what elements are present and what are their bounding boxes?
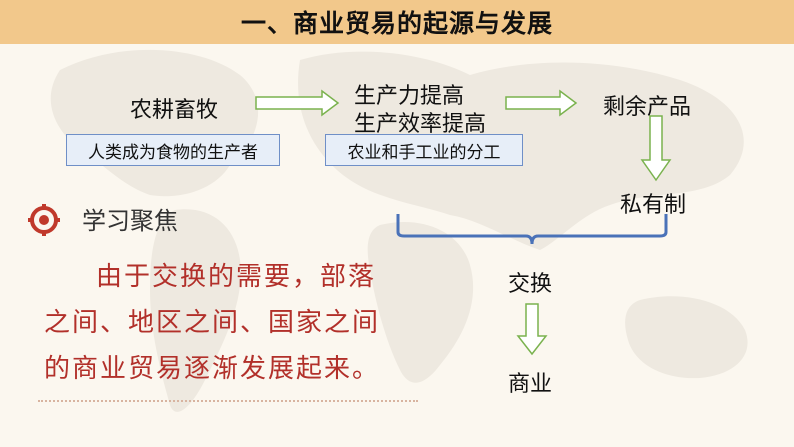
title-bar: 一、商业贸易的起源与发展: [0, 0, 794, 44]
focus-line-1: 由于交换的需要，部落: [96, 262, 377, 292]
box-food-producer: 人类成为食物的生产者: [66, 134, 280, 166]
node-exchange: 交换: [508, 272, 553, 297]
node-efficiency: 生产效率提高: [354, 112, 487, 137]
focus-line-2: 之间、地区之间、国家之间: [44, 308, 381, 338]
node-private-ownership: 私有制: [620, 193, 687, 218]
node-surplus: 剩余产品: [603, 95, 692, 120]
node-commerce: 商业: [508, 372, 553, 397]
target-icon: [28, 204, 60, 236]
box-division-of-labor: 农业和手工业的分工: [325, 134, 523, 166]
node-productivity: 生产力提高: [354, 84, 465, 109]
divider: [38, 400, 418, 402]
focus-line-3: 的商业贸易逐渐发展起来。: [44, 354, 381, 384]
node-farming: 农耕畜牧: [130, 98, 219, 123]
focus-heading: 学习聚焦: [82, 207, 178, 235]
page-title: 一、商业贸易的起源与发展: [240, 9, 553, 38]
